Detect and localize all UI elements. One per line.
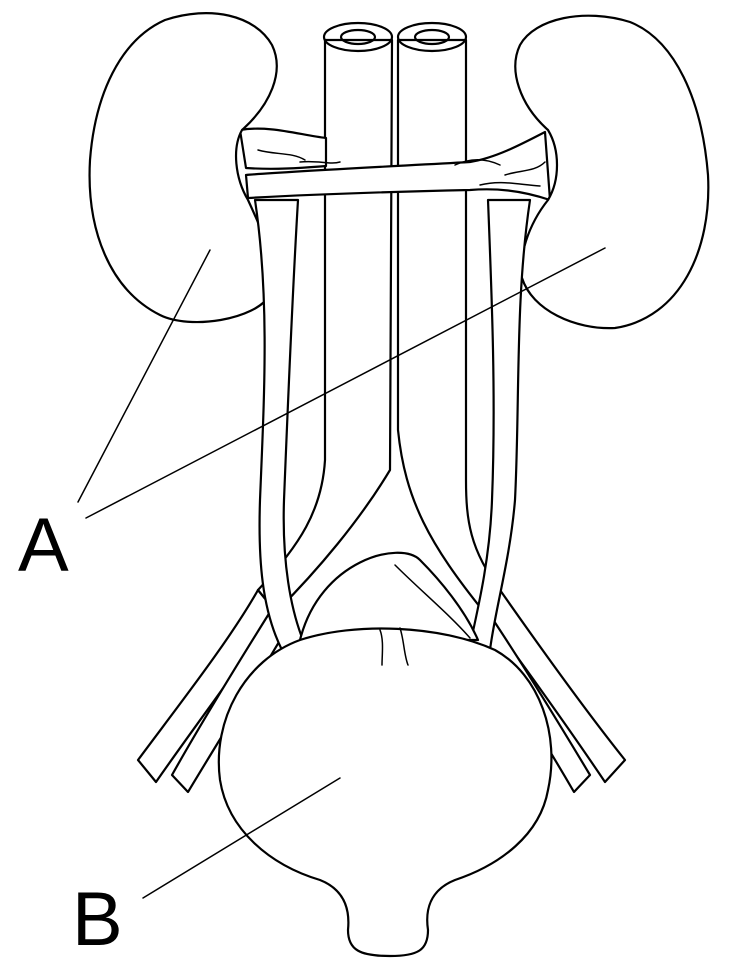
leader-lines-a	[77, 247, 606, 519]
leader-line-a-right-kidney	[85, 247, 606, 519]
vena-cava	[396, 21, 502, 614]
left-kidney	[88, 12, 278, 324]
renal-vessels	[238, 127, 552, 202]
leader-lines-b	[142, 777, 341, 899]
leader-line-b-bladder	[142, 777, 341, 899]
right-ureter	[468, 198, 532, 652]
leader-line-a-left-kidney	[77, 249, 211, 503]
left-ureter	[253, 198, 307, 652]
label-a: A	[18, 503, 69, 588]
label-b: B	[72, 877, 123, 962]
bladder	[217, 551, 553, 958]
right-kidney	[514, 14, 710, 330]
